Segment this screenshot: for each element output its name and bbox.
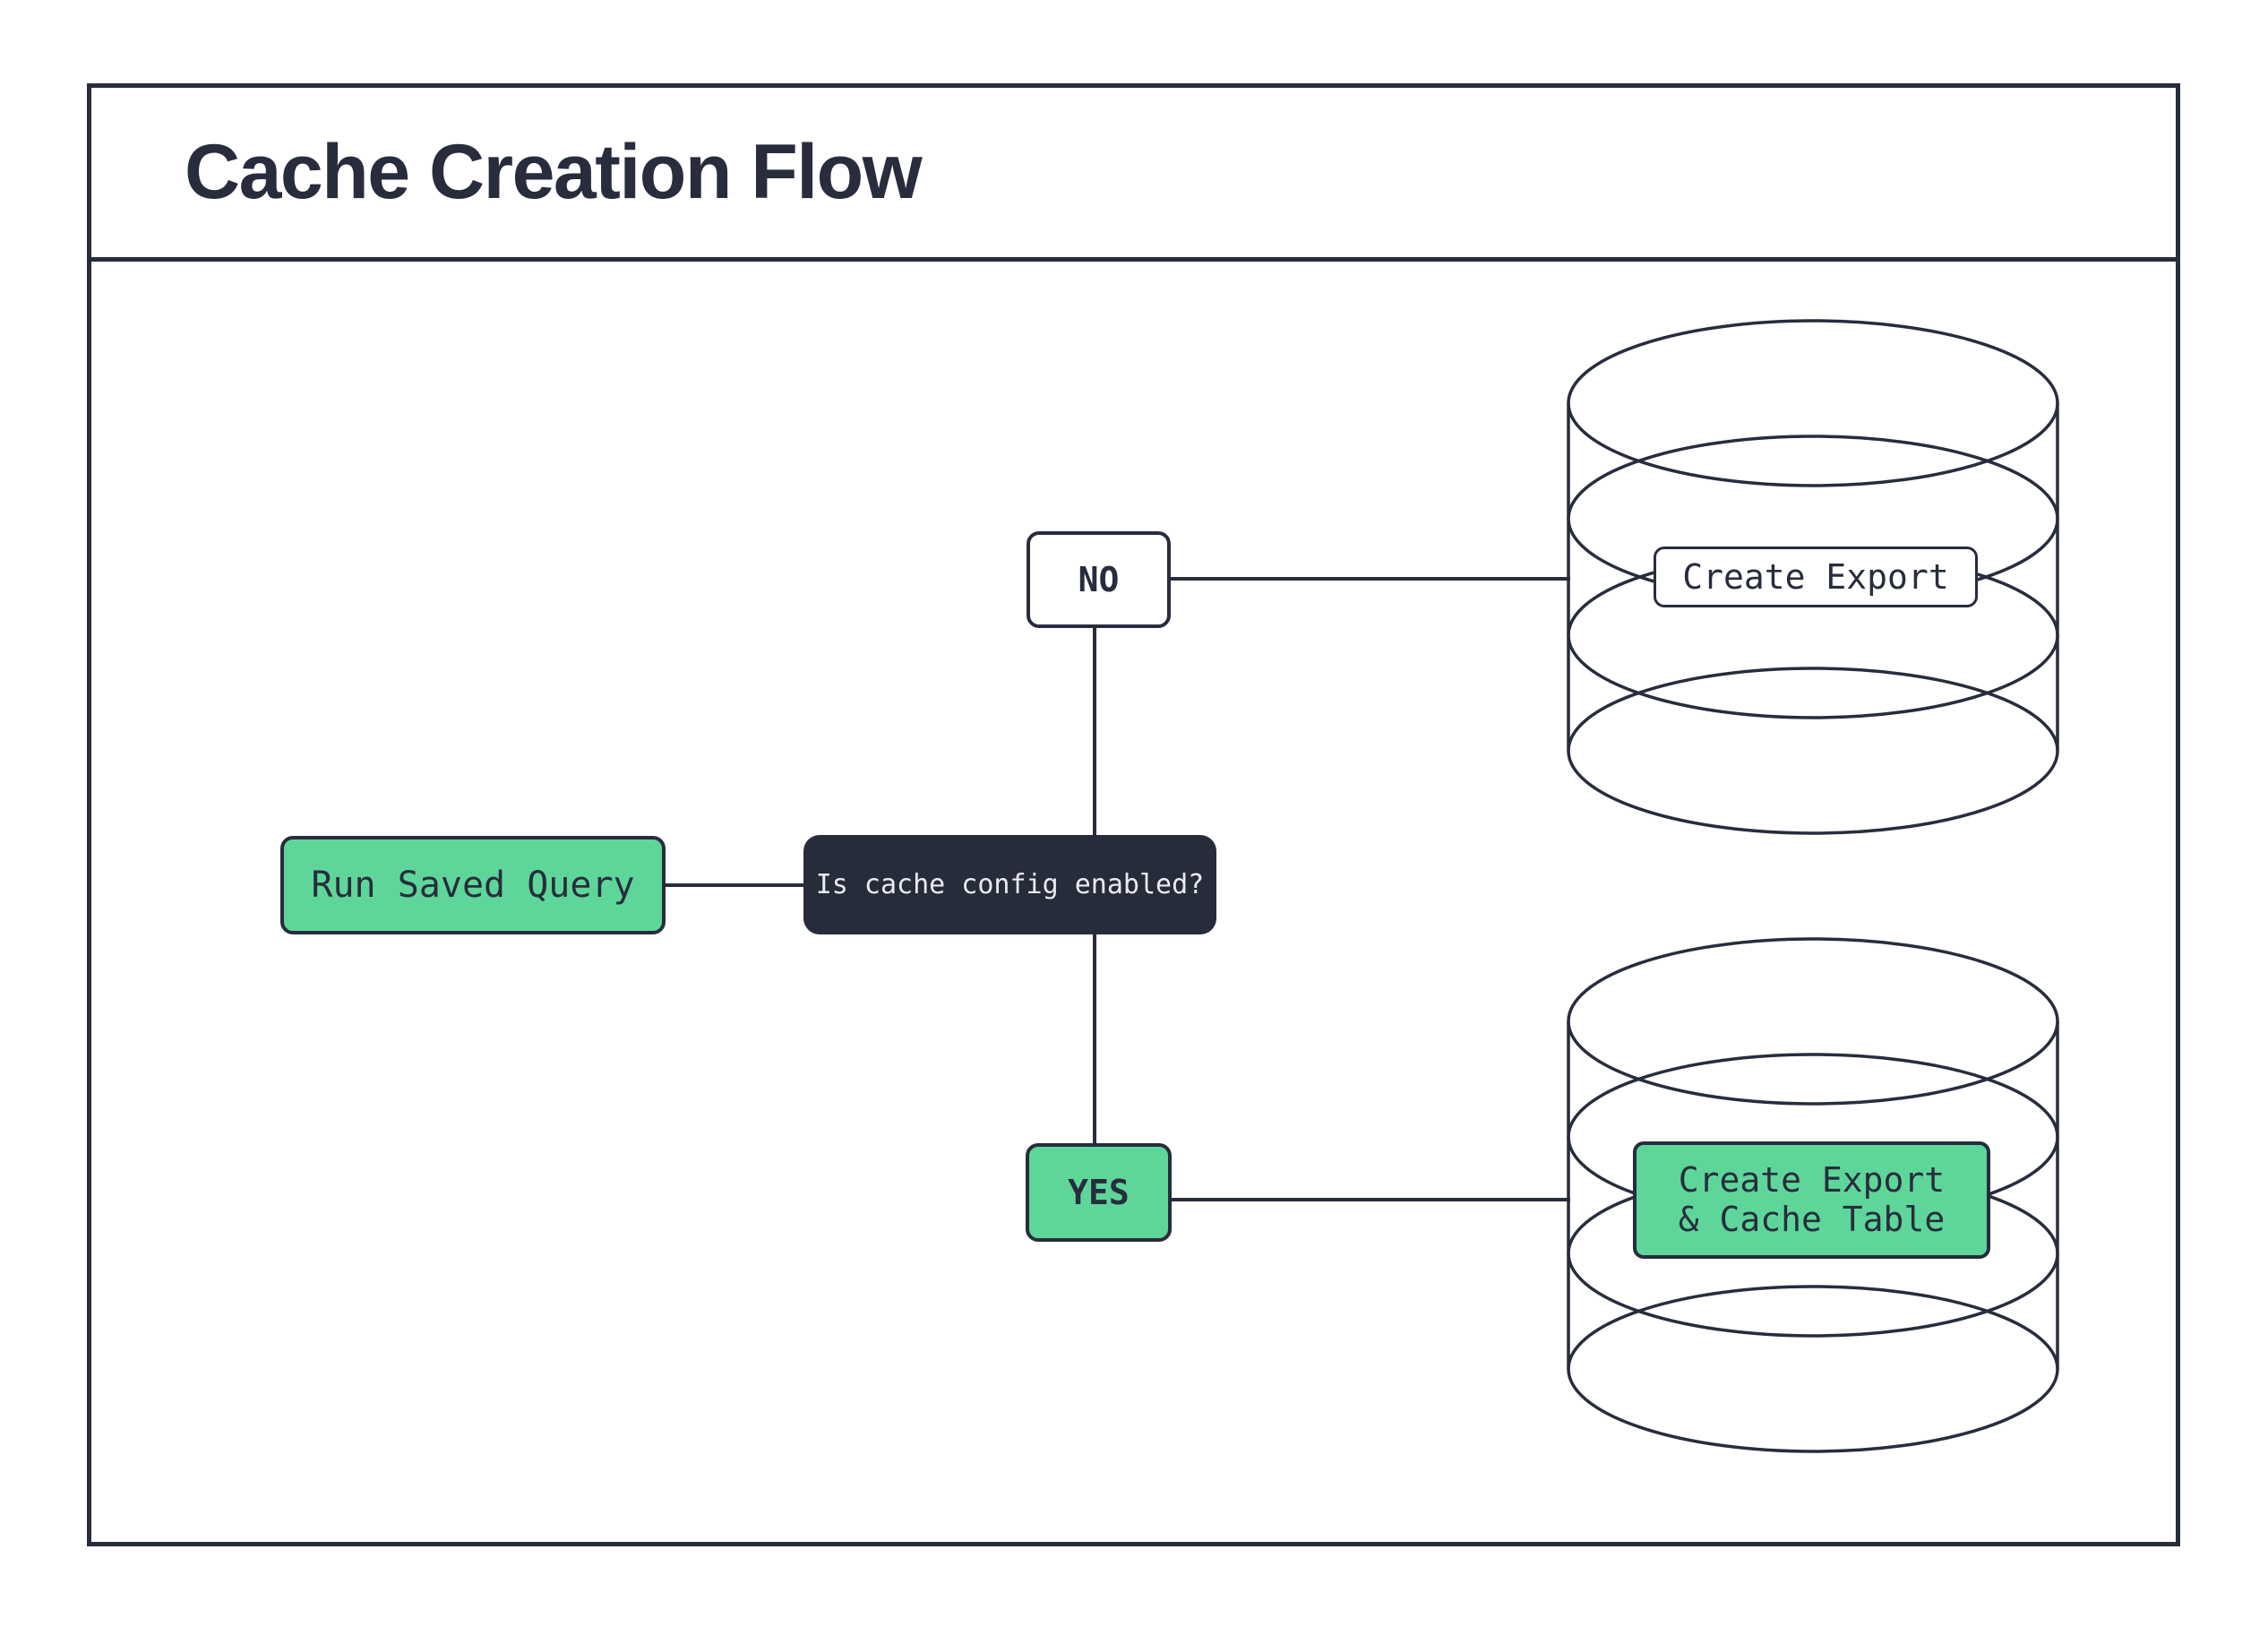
database-icon [1567, 937, 2059, 1453]
node-cache-config-question: Is cache config enabled? [803, 835, 1216, 934]
db-label-create-export: Create Export [1654, 547, 1978, 607]
title-bar: Cache Creation Flow [91, 88, 2176, 262]
diagram-frame: Cache Creation Flow [87, 83, 2180, 1546]
db-label-line-2: & Cache Table [1678, 1199, 1946, 1239]
connector-lines [666, 577, 1570, 1201]
node-yes-branch: YES [1026, 1143, 1172, 1242]
db-disc [1567, 937, 2059, 1106]
page-title: Cache Creation Flow [185, 129, 923, 215]
node-run-saved-query: Run Saved Query [280, 836, 666, 934]
db-label-line-1: Create Export [1678, 1159, 1946, 1200]
db-disc [1567, 319, 2059, 487]
db-label-create-export-cache-table: Create Export & Cache Table [1633, 1141, 1990, 1259]
node-no-branch: NO [1027, 531, 1171, 628]
